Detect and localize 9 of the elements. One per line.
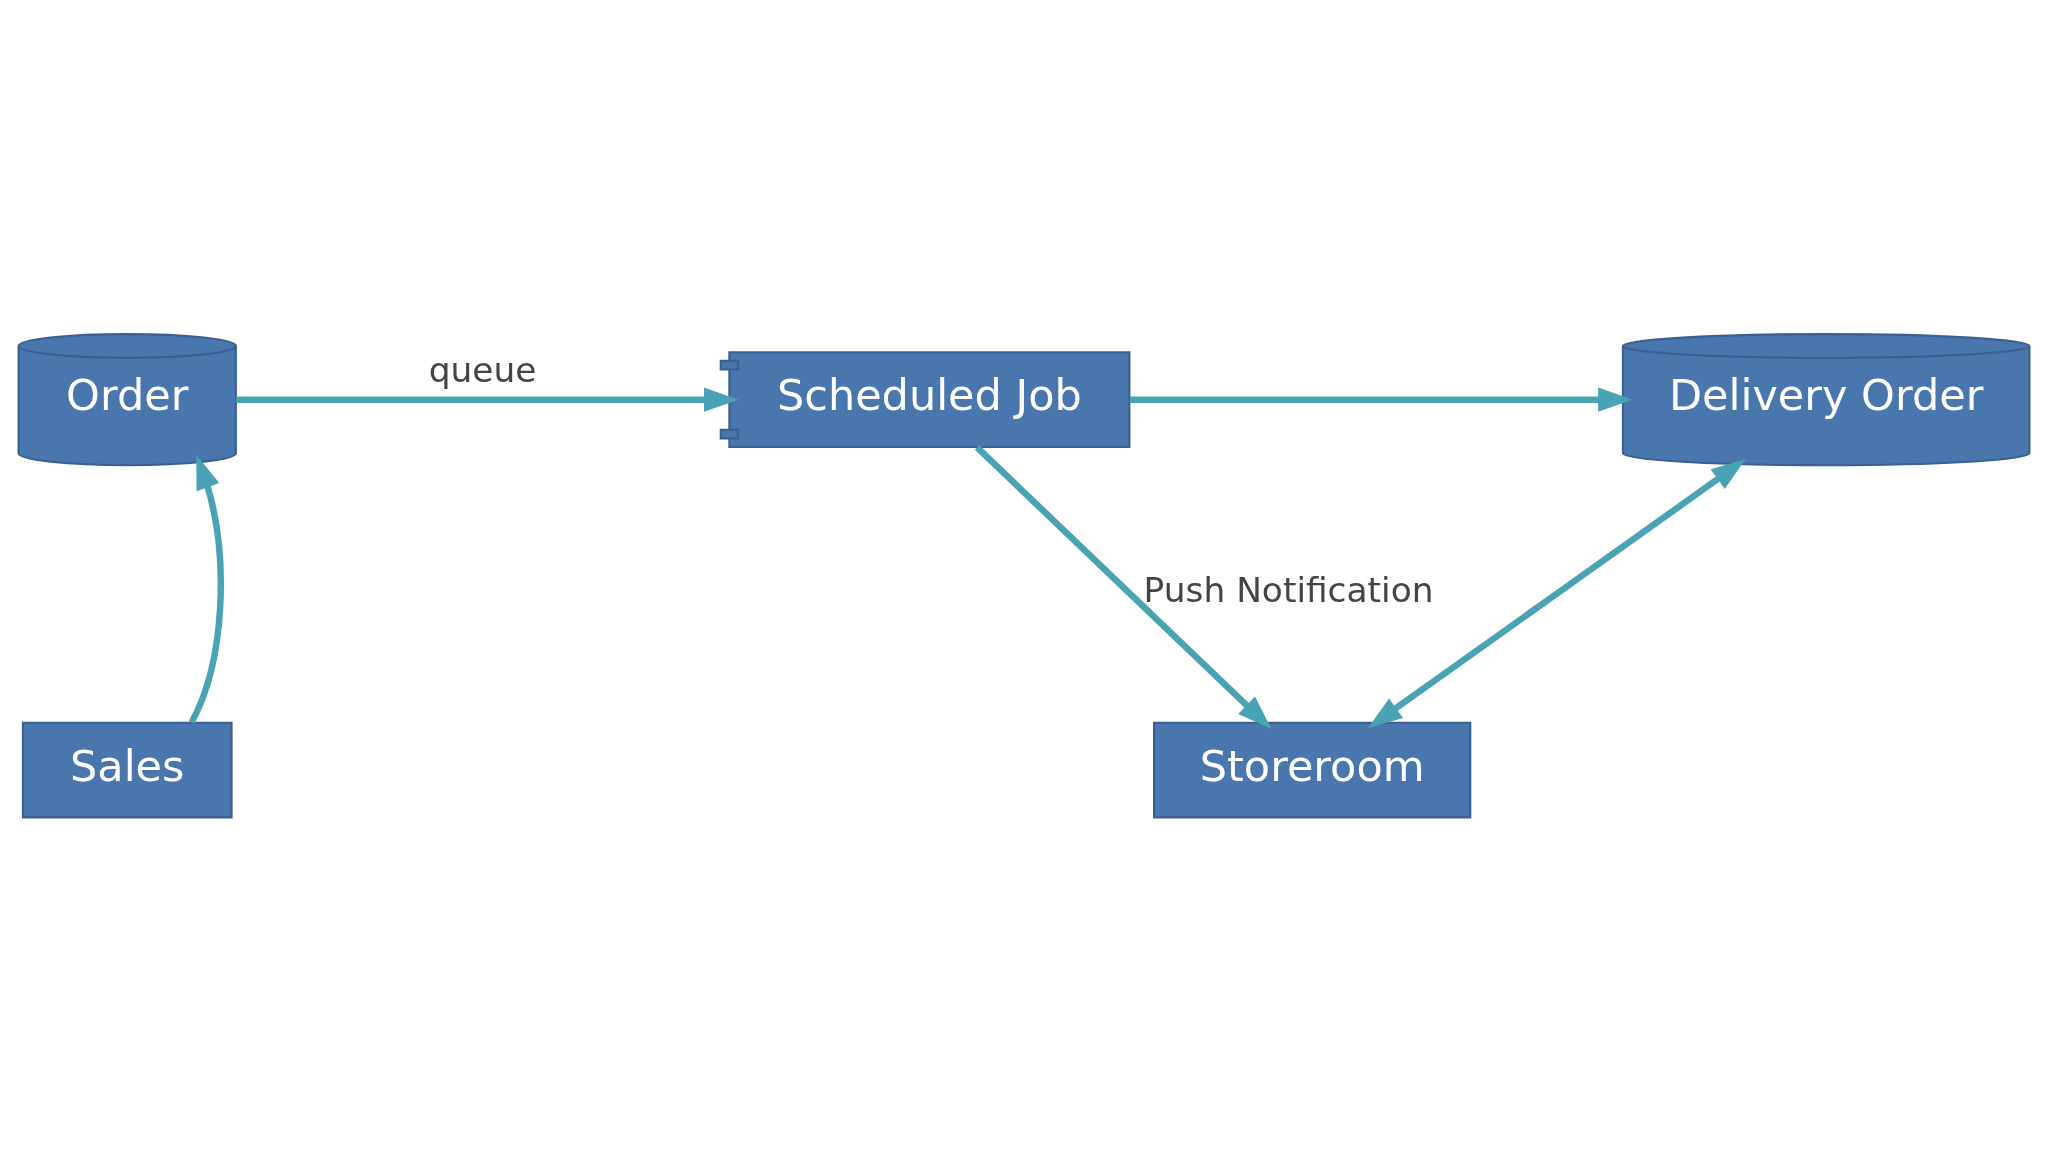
arrow <box>1367 459 1746 729</box>
node-box: Storeroom <box>1153 721 1472 819</box>
arrow <box>236 387 739 412</box>
edge-label: queue <box>428 350 537 391</box>
arrow <box>1129 387 1633 412</box>
node-box: Sales <box>21 721 233 819</box>
arrow <box>974 445 1272 730</box>
arrow <box>188 454 224 724</box>
edge-label: Push Notification <box>1143 569 1434 610</box>
